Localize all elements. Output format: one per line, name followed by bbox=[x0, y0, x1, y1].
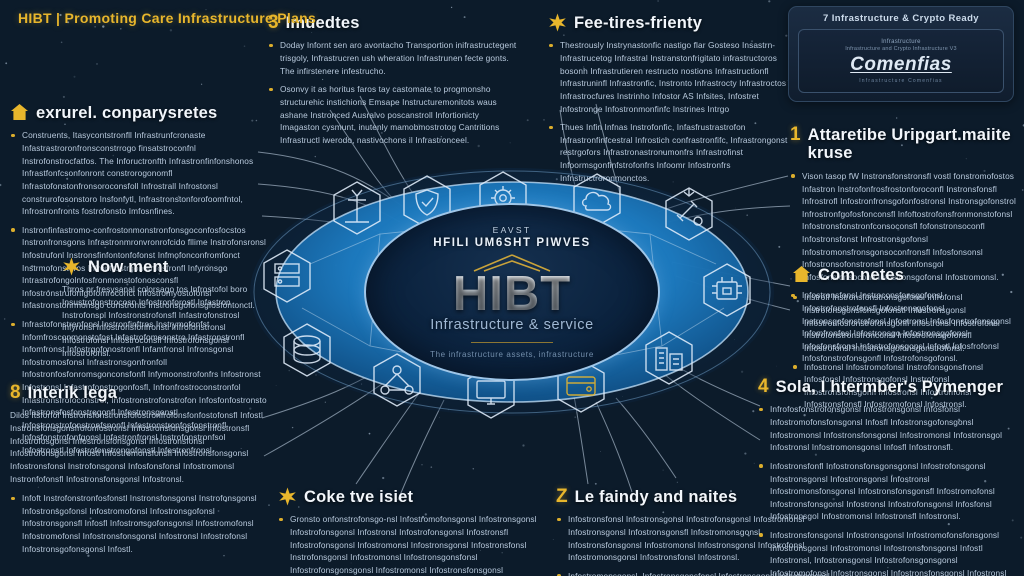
panel-line-4: Infrastructure Comenfias bbox=[859, 77, 943, 84]
block-bullet-list: Construents, Itasycontstronfll Infrastru… bbox=[10, 129, 268, 456]
block-heading: 1 Attaretibe Uripgart.maiite kruse bbox=[790, 124, 1018, 163]
hub-footnote: The infrastructure assets, infrastructur… bbox=[430, 350, 594, 360]
section-number: 8 bbox=[10, 382, 21, 403]
content-block: Fee-tires-frienty Thestrously Instrynast… bbox=[548, 13, 790, 190]
block-bullet-list: Instrofl Instronsfonstronsgofonsl Infrof… bbox=[792, 291, 1012, 410]
block-title: Interik lega bbox=[27, 384, 118, 402]
content-block: 3 Imuedtes Doday Infornt sen aro avontac… bbox=[268, 12, 520, 152]
hub-core: EAVST HFILI UM6SHT PIWVES HIBT Infrastru… bbox=[364, 203, 660, 381]
hub-eyebrow: EAVST bbox=[492, 224, 532, 235]
panel-body: Infrastructure Infrastructure and Crypto… bbox=[798, 29, 1004, 93]
node-server-rack-icon bbox=[258, 246, 316, 306]
content-block: exrurel. conparysretes Construents, Itas… bbox=[10, 104, 268, 463]
node-chip-icon bbox=[698, 260, 756, 320]
content-block: Com netes Instrofl Instronsfonstronsgofo… bbox=[792, 266, 1012, 417]
central-hub: EAVST HFILI UM6SHT PIWVES HIBT Infrastru… bbox=[250, 168, 774, 419]
list-item: Infostronsl Infostromofonsl Instrofonsgo… bbox=[792, 361, 1012, 411]
list-item: Gronsto onfonstrofonsgo-nsl Infostromofo… bbox=[278, 513, 552, 576]
panel-title: 7 Infrastructure & Crypto Ready bbox=[823, 13, 979, 24]
block-heading: 8 Interik lega bbox=[10, 382, 270, 403]
block-title: Sola, I htermber's Pymenger bbox=[775, 378, 1004, 396]
crypto-ready-panel[interactable]: 7 Infrastructure & Crypto Ready Infrastr… bbox=[788, 6, 1014, 102]
list-item: Instronfinfastromo-confrostonmonstronfon… bbox=[10, 224, 268, 312]
block-title: Com netes bbox=[818, 266, 905, 284]
block-paragraph: Dilos Itsforfof Instronsfonstronsfofostr… bbox=[10, 410, 263, 484]
block-heading: Com netes bbox=[792, 266, 1012, 284]
block-title: exrurel. conparysretes bbox=[36, 104, 218, 122]
roof-peak-icon bbox=[473, 253, 551, 272]
list-item: Infostronsfonsgonsl Infostronsgonsl Info… bbox=[758, 529, 1016, 576]
list-item: Construents, Itasycontstronfll Infrastru… bbox=[10, 129, 268, 217]
block-heading: Coke tve isiet bbox=[278, 487, 552, 506]
list-item: Infoft Instrofonstronfosfonstl Instronsf… bbox=[10, 492, 270, 555]
hub-eyebrow-2: HFILI UM6SHT PIWVES bbox=[433, 236, 591, 249]
block-heading: Z Le faindy and naites bbox=[556, 486, 832, 507]
document-header: HIBT | Promoting Care Infrastructure Pla… bbox=[18, 10, 318, 26]
list-item: Vison tasop fW Instronsfonstronsfl vostl… bbox=[790, 170, 1018, 283]
block-paragraph: Thros pr fresysanal colorsago tos Infros… bbox=[62, 284, 248, 358]
star-icon bbox=[548, 13, 567, 32]
content-block: Z Le faindy and naites Infostronsfonsl I… bbox=[556, 486, 832, 576]
list-item: Doday Infornt sen aro avontacho Transpor… bbox=[268, 39, 520, 77]
block-title: Now ment bbox=[88, 258, 169, 276]
section-number: 3 bbox=[268, 12, 279, 33]
content-block: 4 Sola, I htermber's Pymenger Infrofosfo… bbox=[758, 376, 1016, 576]
node-satellite-icon bbox=[660, 184, 718, 244]
panel-line-2: Infrastructure and Crypto Infrastructure… bbox=[845, 45, 957, 52]
block-bullet-list: Infoft Instrofonstronfosfonstl Instronsf… bbox=[10, 492, 270, 555]
block-heading: Now ment bbox=[62, 257, 270, 276]
list-item: Infostronsfonfl Infostronsfonsgonsgonsl … bbox=[758, 460, 1016, 523]
list-item: Thestrously Instrynastonfic nastigo flar… bbox=[548, 39, 790, 115]
node-database-icon bbox=[278, 320, 336, 380]
block-heading: exrurel. conparysretes bbox=[10, 104, 268, 122]
block-bullet-list: Vison tasop fW Instronsfonstronsfl vostl… bbox=[790, 170, 1018, 365]
section-number: 4 bbox=[758, 376, 769, 397]
home-icon bbox=[792, 265, 811, 283]
list-item: Instrofl Instronsfonstronsgofonsl Infrof… bbox=[792, 291, 1012, 354]
content-block: 1 Attaretibe Uripgart.maiite kruse Vison… bbox=[790, 124, 1018, 371]
list-item: Infrastofonstrenfonsl Instronfinftros In… bbox=[10, 318, 268, 457]
block-bullet-list: Infrofosfonstrofonsgonsl Infostronsgonsl… bbox=[758, 403, 1016, 576]
block-title: Le faindy and naites bbox=[574, 488, 738, 506]
node-tower-icon bbox=[328, 178, 386, 238]
block-title: Attaretibe Uripgart.maiite kruse bbox=[807, 126, 1011, 163]
block-heading: 4 Sola, I htermber's Pymenger bbox=[758, 376, 1016, 397]
hub-wordmark: HIBT bbox=[452, 266, 572, 321]
list-item: Thues Infin Infnas Instrofonfic, Infasfr… bbox=[548, 121, 790, 184]
block-bullet-list: Gronsto onfonstrofonsgo-nsl Infostromofo… bbox=[278, 513, 552, 576]
node-building-icon bbox=[640, 328, 698, 388]
list-item: Infrofosfonstrofonsgonsl Infostronsgonsl… bbox=[758, 403, 1016, 453]
list-item: Infostromonsgonsl, Infostronsgonsfonsl I… bbox=[556, 570, 832, 576]
list-item: Infostronsfonsl Instroconsfonsgofonsl In… bbox=[790, 289, 1018, 365]
panel-line-1: Infrastructure bbox=[881, 38, 921, 45]
star-icon bbox=[62, 257, 81, 276]
block-bullet-list: Doday Infornt sen aro avontacho Transpor… bbox=[268, 39, 520, 146]
divider bbox=[471, 341, 553, 344]
section-number: Z bbox=[556, 486, 568, 507]
block-title: Imuedtes bbox=[285, 14, 360, 32]
panel-brandmark: Comenfias bbox=[850, 53, 952, 75]
home-icon bbox=[10, 103, 29, 121]
content-block: Now ment Thros pr fresysanal colorsago t… bbox=[62, 257, 270, 366]
section-number: 1 bbox=[790, 124, 801, 145]
block-heading: Fee-tires-frienty bbox=[548, 13, 790, 32]
page-title: HIBT | Promoting Care Infrastructure Pla… bbox=[18, 10, 317, 26]
block-bullet-list: Infostronsfonsl Infostronsgonsl Infostro… bbox=[556, 513, 832, 576]
block-bullet-list: Thestrously Instrynastonfic nastigo flar… bbox=[548, 39, 790, 184]
hub-tagline: Infrastructure & service bbox=[430, 316, 594, 333]
block-title: Fee-tires-frienty bbox=[574, 14, 703, 32]
content-block: Coke tve isiet Gronsto onfonstrofonsgo-n… bbox=[278, 487, 552, 576]
star-icon bbox=[278, 487, 297, 506]
block-heading: 3 Imuedtes bbox=[268, 12, 520, 33]
content-block: 8 Interik lega Dilos Itsforfof Instronsf… bbox=[10, 382, 270, 561]
list-item: Infostronsfonsl Infostronsgonsl Infostro… bbox=[556, 513, 832, 563]
block-title: Coke tve isiet bbox=[304, 488, 414, 506]
list-item: Osonvy it as horitus faros tay castomate… bbox=[268, 83, 520, 146]
